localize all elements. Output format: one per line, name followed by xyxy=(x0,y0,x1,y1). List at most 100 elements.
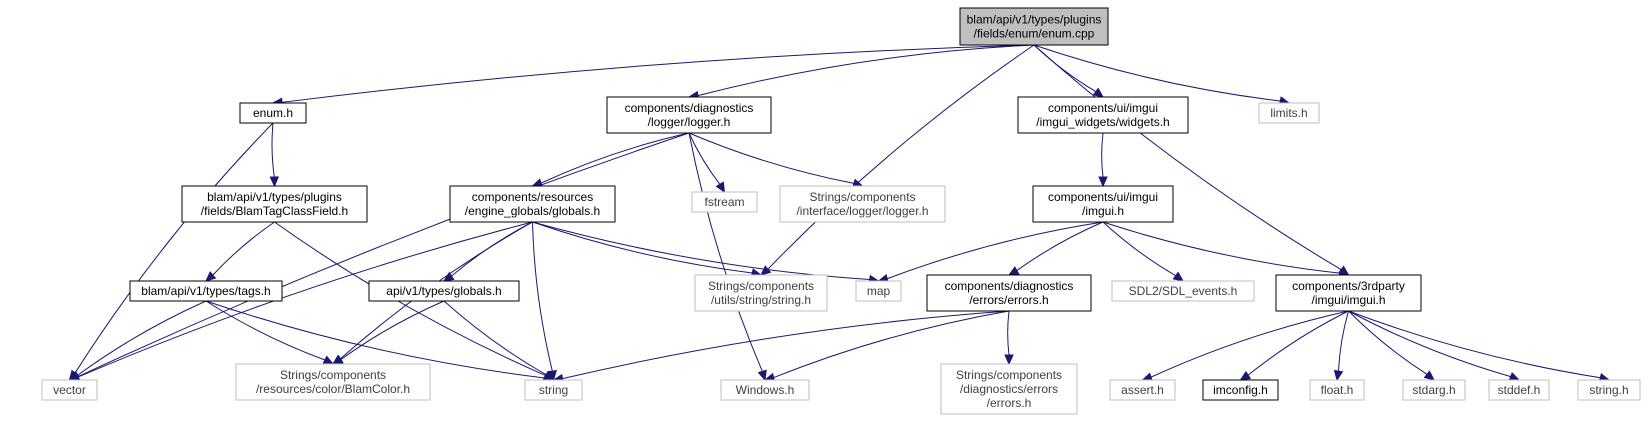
node-box xyxy=(1402,379,1466,401)
edge-line xyxy=(1348,310,1428,375)
node-imconfig_h[interactable]: imconfig.h xyxy=(1202,379,1279,401)
edge-line xyxy=(451,221,533,277)
edge-line xyxy=(697,44,1035,97)
node-enum_h[interactable]: enum.h xyxy=(239,102,307,124)
edge-logger_h-to-fstream xyxy=(688,132,726,194)
arrowhead-icon xyxy=(1423,370,1435,381)
edge-api_globals_h-to-blamcolor_h xyxy=(331,300,445,365)
node-label-line: string xyxy=(539,383,568,397)
edge-line xyxy=(77,221,533,378)
node-box xyxy=(720,379,810,401)
arrowhead-icon xyxy=(757,369,767,382)
edge-logger_h-to-globals_h xyxy=(531,132,690,188)
node-label-line: stdarg.h xyxy=(1412,383,1455,397)
edge-line xyxy=(1033,44,1342,271)
edge-enum_cpp-to-imgui_3rd_h xyxy=(1033,44,1350,276)
node-api_globals_h[interactable]: api/v1/types/globals.h xyxy=(368,280,520,302)
node-label-line: components/resources xyxy=(472,190,593,204)
edge-line xyxy=(1102,221,1177,277)
edge-errors_h-to-strings_errors_h xyxy=(1004,310,1014,366)
arrowhead-icon xyxy=(1092,87,1104,98)
node-label-line: /imgui_widgets/widgets.h xyxy=(1036,115,1169,129)
arrowhead-icon xyxy=(1007,266,1020,276)
node-box xyxy=(1488,379,1550,401)
edge-enum_cpp-to-logger_h xyxy=(687,44,1035,101)
edge-tags_h-to-vector xyxy=(68,300,207,381)
node-label-line: /resources/color/BlamColor.h xyxy=(256,382,410,396)
node-blamcolor_h: Strings/components/resources/color/BlamC… xyxy=(235,363,431,401)
edge-line xyxy=(1033,44,1281,102)
node-label-line: blam/api/v1/types/plugins xyxy=(967,13,1102,27)
node-float_h: float.h xyxy=(1309,379,1365,401)
node-enum_cpp[interactable]: blam/api/v1/types/plugins/fields/enum/en… xyxy=(959,7,1109,46)
node-map: map xyxy=(855,280,902,302)
edge-line xyxy=(1337,310,1349,372)
node-label-line: /engine_globals/globals.h xyxy=(465,204,600,218)
edge-api_globals_h-to-string xyxy=(443,300,555,381)
node-imgui_wrap_h[interactable]: components/ui/imgui/imgui.h xyxy=(1032,185,1174,223)
edge-line xyxy=(773,310,1010,379)
edge-enum_cpp-to-widgets_h xyxy=(1033,44,1104,98)
node-errors_h[interactable]: components/diagnostics/errors/errors.h xyxy=(926,274,1092,312)
node-label-line: limits.h xyxy=(1270,106,1307,120)
edge-imgui_wrap_h-to-imgui_3rd_h xyxy=(1102,221,1350,278)
node-label-line: fstream xyxy=(704,195,744,209)
node-globals_h[interactable]: components/resources/engine_globals/glob… xyxy=(449,185,616,223)
arrowhead-icon xyxy=(68,371,81,381)
edge-logger_h-to-vector xyxy=(68,132,690,381)
node-imgui_3rd_h[interactable]: components/3rdparty/imgui/imgui.h xyxy=(1275,274,1422,312)
edge-line xyxy=(274,221,546,377)
node-string_h: string.h xyxy=(1577,379,1641,401)
edge-globals_h-to-string xyxy=(532,221,557,382)
node-label-line: /interface/logger/logger.h xyxy=(796,204,928,218)
node-label-line: /utils/string/string.h xyxy=(711,293,811,307)
node-label-line: blam/api/v1/types/plugins xyxy=(207,190,342,204)
edge-line xyxy=(1348,310,1601,379)
arrowhead-icon xyxy=(269,176,280,188)
edge-enum_cpp-to-strings_string_h xyxy=(760,44,1035,276)
edge-line xyxy=(74,122,274,374)
edge-line xyxy=(205,300,326,361)
edge-line xyxy=(76,300,207,376)
edge-logger_h-to-windows_h xyxy=(688,132,767,382)
edge-line xyxy=(540,132,690,184)
node-limits_h: limits.h xyxy=(1258,102,1320,124)
node-label-line: stddef.h xyxy=(1498,383,1541,397)
node-label-line: SDL2/SDL_events.h xyxy=(1129,284,1238,298)
node-label-line: components/3rdparty xyxy=(1292,279,1405,293)
node-label-line: /fields/enum/enum.cpp xyxy=(974,27,1095,41)
node-tags_h[interactable]: blam/api/v1/types/tags.h xyxy=(129,280,283,302)
edge-line xyxy=(340,300,445,360)
node-label-line: Windows.h xyxy=(736,383,795,397)
edge-imgui_3rd_h-to-imconfig_h xyxy=(1239,310,1349,381)
node-box xyxy=(694,274,828,312)
edge-line xyxy=(532,221,870,280)
edge-widgets_h-to-imgui_wrap_h xyxy=(1098,132,1108,188)
node-widgets_h[interactable]: components/ui/imgui/imgui_widgets/widget… xyxy=(1017,96,1189,134)
node-label-line: vector xyxy=(53,383,86,397)
node-strings_string_h: Strings/components/utils/string/string.h xyxy=(694,274,828,312)
edge-line xyxy=(887,221,1104,280)
node-vector: vector xyxy=(41,379,98,401)
node-box xyxy=(239,102,307,124)
node-box xyxy=(1202,379,1279,401)
node-string: string xyxy=(524,379,583,401)
arrowhead-icon xyxy=(322,355,335,365)
node-label-line: components/diagnostics xyxy=(945,279,1074,293)
node-box xyxy=(940,363,1078,415)
node-logger_h[interactable]: components/diagnostics/logger/logger.h xyxy=(606,96,772,134)
edge-line xyxy=(281,44,1035,103)
node-blamtagclassfield_h[interactable]: blam/api/v1/types/plugins/fields/BlamTag… xyxy=(181,185,368,223)
node-box xyxy=(926,274,1092,312)
node-label-line: Strings/components xyxy=(708,279,814,293)
edge-line xyxy=(1016,221,1104,271)
edge-line xyxy=(1033,44,1097,93)
node-box xyxy=(855,280,902,302)
node-label-line: /imgui/imgui.h xyxy=(1311,293,1385,307)
node-stddef_h: stddef.h xyxy=(1488,379,1550,401)
node-box xyxy=(1577,379,1641,401)
node-box xyxy=(1309,379,1365,401)
edge-line xyxy=(77,132,690,378)
arrowhead-icon xyxy=(1508,372,1521,381)
edge-line xyxy=(1348,310,1511,378)
